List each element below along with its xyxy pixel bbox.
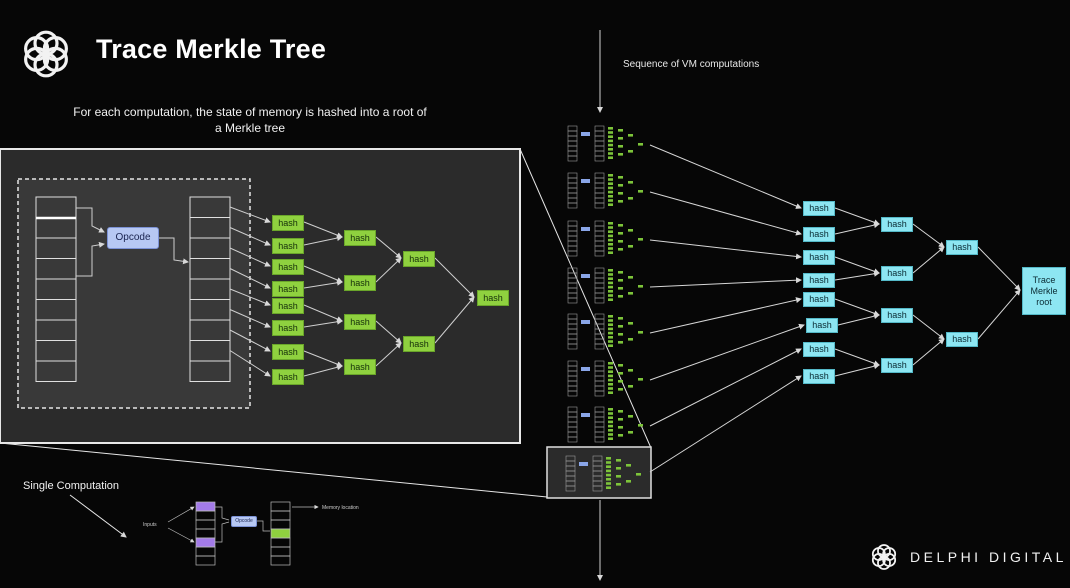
- hash-l1-3: hash: [344, 359, 376, 375]
- memory-columns: [35, 196, 231, 382]
- hash-l1-0: hash: [344, 230, 376, 246]
- hash-l0-4: hash: [272, 298, 304, 314]
- hash-l0-6: hash: [272, 344, 304, 360]
- single-computation-label: Single Computation: [23, 480, 120, 492]
- connector-top: [519, 148, 652, 449]
- hash-l1-2: hash: [344, 314, 376, 330]
- hash-root-left: hash: [477, 290, 509, 306]
- cyan-hash-l0-5: hash: [806, 318, 838, 333]
- hash-l0-7: hash: [272, 369, 304, 385]
- single-arrow: [69, 494, 127, 538]
- cyan-hash-l0-2: hash: [803, 250, 835, 265]
- cyan-hash-l1-2: hash: [881, 308, 913, 323]
- logo-icon: [24, 30, 68, 78]
- hash-l2-1: hash: [403, 336, 435, 352]
- sequence-label: Sequence of VM computations: [623, 59, 760, 70]
- cyan-hash-l0-6: hash: [803, 342, 835, 357]
- trace-merkle-root: Trace Merkle root: [1022, 267, 1066, 315]
- cyan-hash-l0-3: hash: [803, 273, 835, 288]
- cyan-hash-l1-0: hash: [881, 217, 913, 232]
- cyan-hash-l2-0: hash: [946, 240, 978, 255]
- mini-diagram: [167, 501, 319, 566]
- brand-name: DELPHI DIGITAL: [910, 549, 1067, 565]
- opcode-box: Opcode: [107, 227, 159, 249]
- cyan-hash-l0-0: hash: [803, 201, 835, 216]
- cyan-hash-l2-1: hash: [946, 332, 978, 347]
- vm-thumbnails: [567, 125, 643, 443]
- hash-l1-1: hash: [344, 275, 376, 291]
- cyan-hash-l0-1: hash: [803, 227, 835, 242]
- cyan-hash-l1-1: hash: [881, 266, 913, 281]
- hash-l0-2: hash: [272, 259, 304, 275]
- left-tree-edges: [229, 206, 475, 377]
- mini-inputs-label: Inputs: [143, 522, 157, 528]
- computation-box: [17, 178, 251, 409]
- hash-l0-0: hash: [272, 215, 304, 231]
- hash-l0-1: hash: [272, 238, 304, 254]
- highlighted-thumbnail: [546, 446, 652, 499]
- hash-l0-5: hash: [272, 320, 304, 336]
- hash-l2-0: hash: [403, 251, 435, 267]
- page-title: Trace Merkle Tree: [96, 34, 327, 64]
- brand-logo-icon: [871, 544, 897, 570]
- hash-l0-3: hash: [272, 281, 304, 297]
- connector-bottom: [0, 442, 548, 498]
- caption: For each computation, the state of memor…: [73, 105, 427, 135]
- cyan-hash-l1-3: hash: [881, 358, 913, 373]
- cyan-hash-l0-4: hash: [803, 292, 835, 307]
- mini-memory-location-label: Memory location: [322, 505, 359, 511]
- mini-opcode-box: Opcode: [231, 516, 257, 527]
- cyan-hash-l0-7: hash: [803, 369, 835, 384]
- right-tree-edges: [649, 144, 1021, 473]
